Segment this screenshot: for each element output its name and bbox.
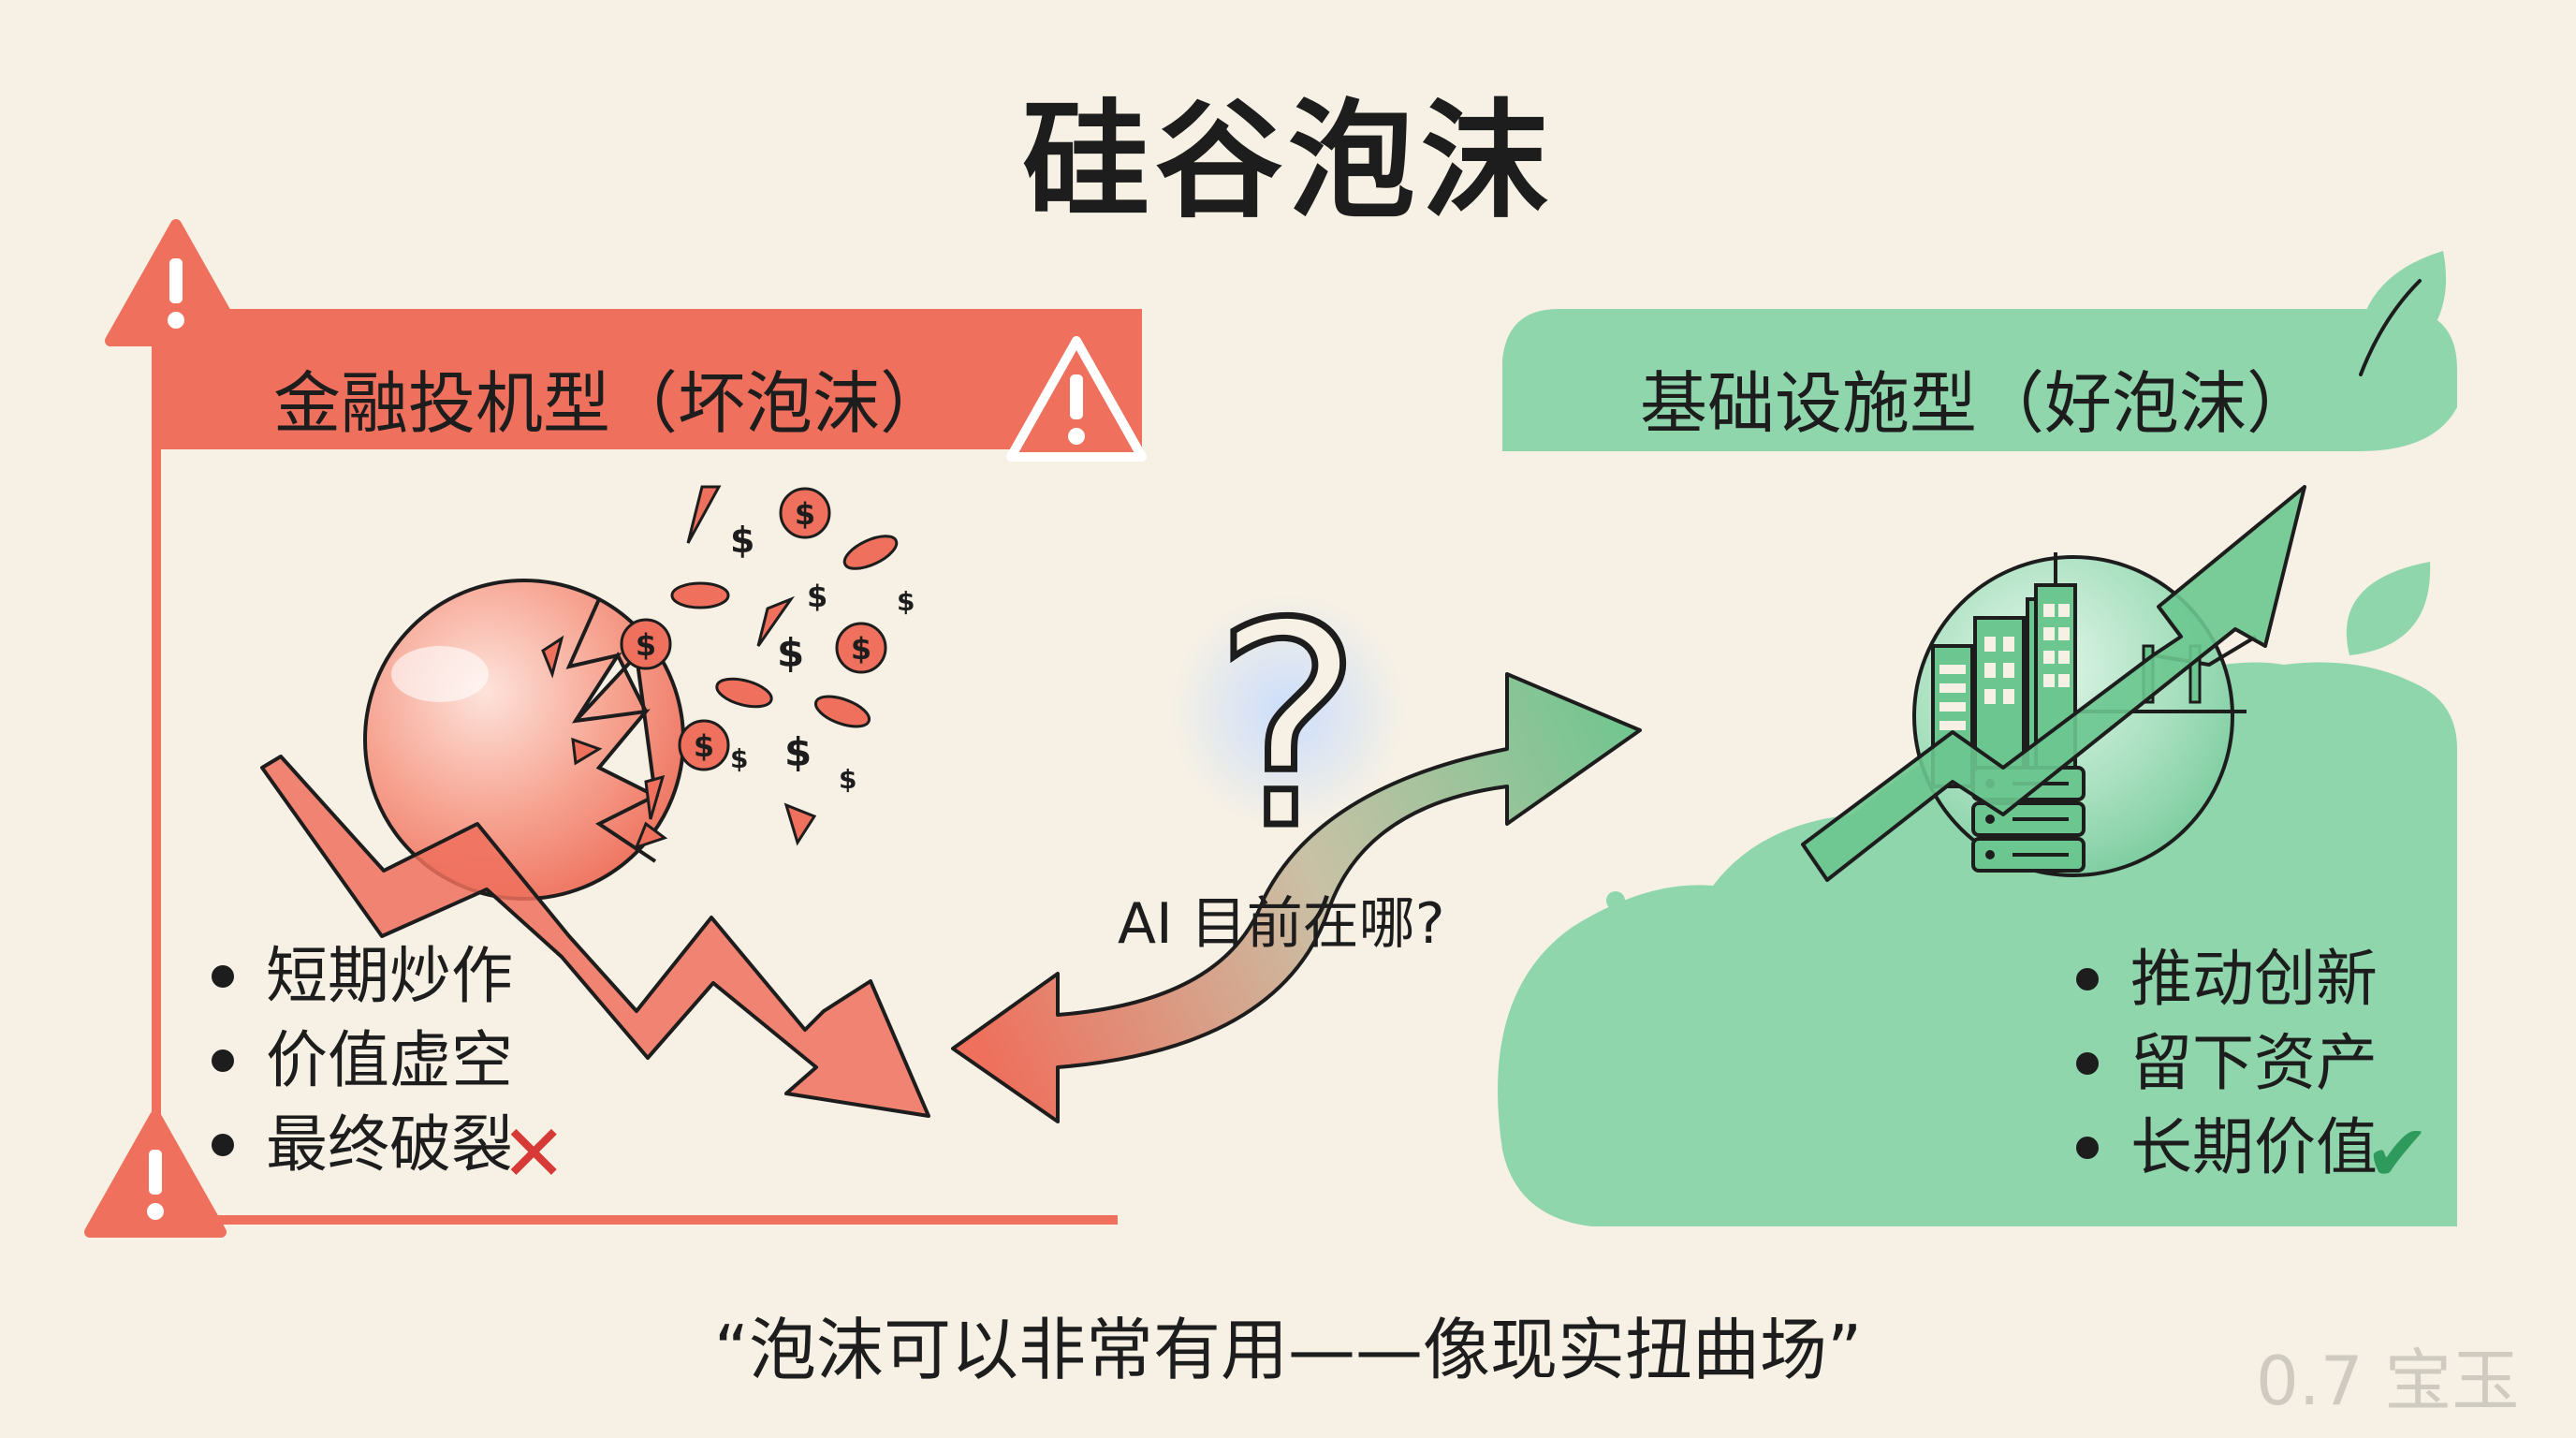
coin-icon — [670, 581, 730, 609]
coin-icon: $ — [779, 487, 831, 539]
bullet-dot — [212, 1049, 234, 1072]
good-bullet-text: 推动创新 — [2130, 943, 2378, 1015]
bullet-dot — [2076, 1052, 2099, 1075]
good-bullet-item: 长期价值 — [2076, 1106, 2378, 1190]
bullet-dot — [2076, 1137, 2099, 1159]
up-trend-arrow-icon — [1801, 485, 2306, 882]
decor-dot — [1606, 891, 1625, 910]
double-arrow-icon — [951, 672, 1642, 1123]
dollar-sign-icon: $ — [730, 520, 754, 561]
dollar-sign-icon: $ — [807, 579, 827, 614]
check-icon: ✔ — [2364, 1108, 2431, 1199]
bad-frame-left-line — [152, 309, 161, 1226]
coin-icon — [813, 695, 871, 728]
svg-text:$: $ — [636, 627, 656, 663]
good-bullet-item: 留下资产 — [2076, 1021, 2378, 1106]
good-bullet-item: 推动创新 — [2076, 937, 2378, 1021]
good-header-bar — [1502, 309, 2457, 451]
bad-bubble-panel: $ $ $ $ $ $ $ $ $ $ $ — [84, 219, 1147, 1238]
good-bullet-text: 长期价值 — [2130, 1111, 2378, 1183]
svg-text:$: $ — [851, 631, 871, 667]
bad-bullet-text: 价值虚空 — [266, 1024, 513, 1096]
bad-bullet-text: 最终破裂 — [266, 1108, 513, 1181]
quote-caption: “泡沫可以非常有用——像现实扭曲场” — [713, 1311, 1863, 1389]
bullet-dot — [212, 965, 234, 988]
good-bubble-bullet-list: 推动创新 留下资产 长期价值 — [2076, 937, 2378, 1190]
center-question-group: ? — [951, 561, 1642, 1123]
question-label: AI 目前在哪? — [1118, 891, 1445, 957]
coin-icon: $ — [835, 622, 887, 674]
bad-bubble-header-label: 金融投机型（坏泡沫） — [273, 364, 948, 443]
dollar-sign-icon: $ — [730, 743, 748, 774]
leaf-icon — [2346, 562, 2431, 655]
bad-bullet-item: 价值虚空 — [212, 1019, 513, 1103]
decor-dot — [1573, 928, 1600, 954]
cracked-bubble-icon — [363, 485, 817, 901]
question-glow — [1171, 594, 1405, 829]
leaf-icon — [2357, 251, 2447, 379]
bad-bullet-item: 短期炒作 — [212, 934, 513, 1019]
watermark: 0.7 宝玉 — [2256, 1342, 2520, 1420]
bad-bullet-item: 最终破裂 — [212, 1103, 513, 1187]
bullet-dot — [212, 1134, 234, 1156]
svg-text:$: $ — [795, 496, 815, 532]
good-bubble-panel — [1498, 251, 2457, 1226]
good-bullet-text: 留下资产 — [2130, 1027, 2378, 1099]
coin-icon: $ — [678, 719, 730, 771]
coin-icon — [842, 535, 899, 570]
bullet-dot — [2076, 968, 2099, 990]
dollar-sign-icon: $ — [839, 764, 856, 795]
page-title: 硅谷泡沫 — [1022, 88, 1554, 236]
dollar-sign-icon: $ — [777, 630, 804, 676]
bad-header-bar — [152, 309, 1142, 449]
warning-icon — [1006, 336, 1147, 462]
bad-frame-bottom-line — [152, 1215, 1118, 1225]
good-bubble-header-label: 基础设施型（好泡沫） — [1640, 364, 2315, 443]
warning-icon — [84, 1110, 227, 1238]
good-cloud-background — [1498, 662, 2457, 1226]
cross-icon: ✕ — [501, 1108, 567, 1199]
dollar-sign-icon: $ — [784, 729, 812, 775]
dollar-sign-icon: $ — [897, 586, 915, 617]
coin-icon: $ — [620, 618, 672, 670]
down-trend-arrow-icon — [260, 755, 930, 1118]
bad-bubble-bullet-list: 短期炒作 价值虚空 最终破裂 — [212, 934, 513, 1187]
coin-icon — [715, 677, 773, 709]
svg-text:$: $ — [694, 728, 714, 764]
warning-icon — [105, 219, 247, 346]
bad-bullet-text: 短期炒作 — [266, 940, 513, 1012]
